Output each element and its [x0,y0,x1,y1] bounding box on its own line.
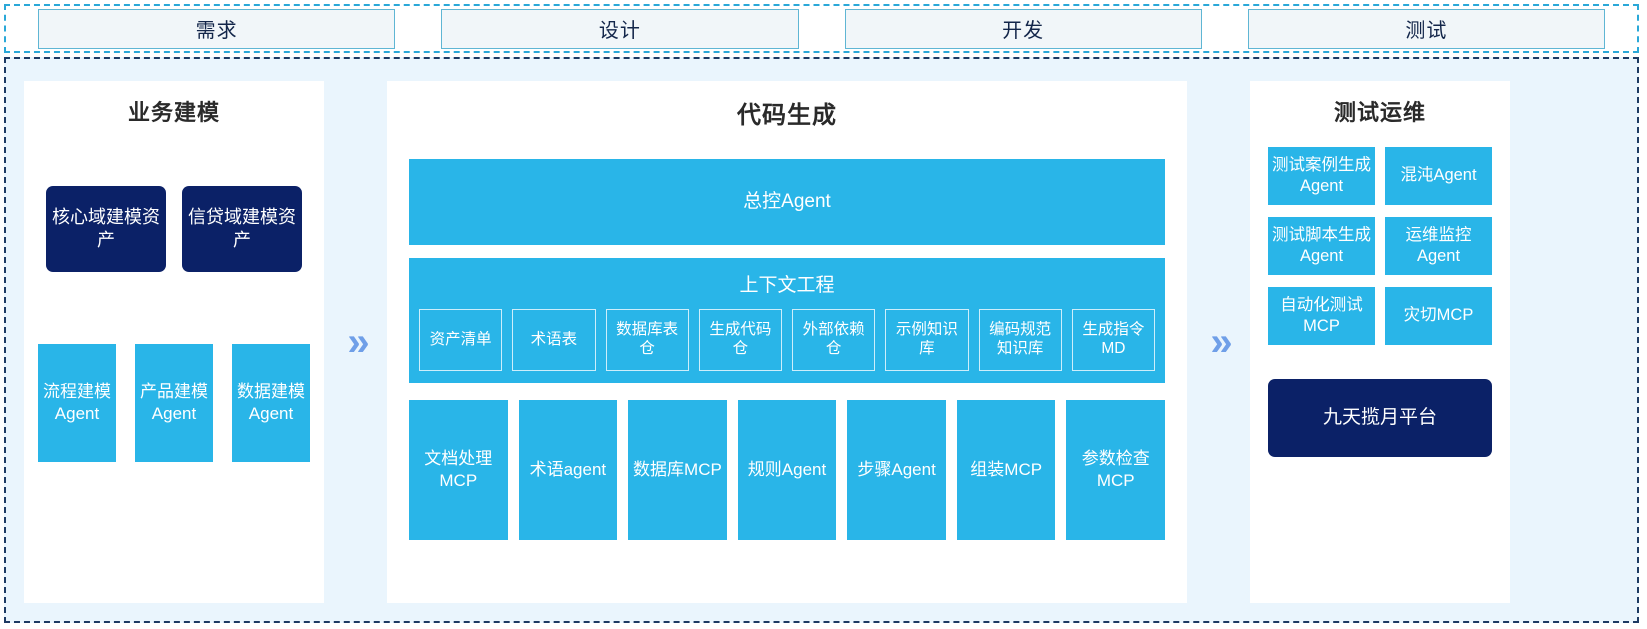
tool-step-agent[interactable]: 步骤Agent [847,400,946,540]
context-item-external-dependency-repo[interactable]: 外部依赖仓 [792,309,876,371]
chevron-right-icon-2: » [1210,320,1232,364]
panel-test-ops: 测试运维 测试案例生成Agent 混沌Agent 测试脚本生成Agent 运维监… [1250,81,1510,603]
stage-tab-development[interactable]: 开发 [844,8,1202,49]
agent-process-modeling[interactable]: 流程建模Agent [38,344,116,462]
stage-tab-label: 开发 [1002,20,1045,42]
context-item-list: 资产清单 术语表 数据库表仓 生成代码仓 外部依赖仓 示例知识库 编码规范知识库… [419,309,1155,371]
testops-disaster-switch-mcp[interactable]: 灾切MCP [1385,287,1492,345]
agent-product-modeling[interactable]: 产品建模Agent [135,344,213,462]
tool-parameter-check-mcp[interactable]: 参数检查MCP [1066,400,1166,540]
code-generation-content: 总控Agent 上下文工程 资产清单 术语表 数据库表仓 生成代码仓 外部依赖仓… [387,134,1187,540]
context-engineering-title: 上下文工程 [739,275,835,296]
panel-code-generation: 代码生成 总控Agent 上下文工程 资产清单 术语表 数据库表仓 生成代码仓 … [387,81,1187,603]
stage-tab-requirements[interactable]: 需求 [38,8,396,49]
context-item-glossary[interactable]: 术语表 [512,309,596,371]
context-item-asset-inventory[interactable]: 资产清单 [419,309,503,371]
master-agent-box[interactable]: 总控Agent [409,159,1165,245]
context-item-example-knowledge-base[interactable]: 示例知识库 [885,309,969,371]
testops-operations-monitoring-agent[interactable]: 运维监控Agent [1385,217,1492,275]
tool-glossary-agent[interactable]: 术语agent [518,400,618,540]
context-engineering-block: 上下文工程 资产清单 术语表 数据库表仓 生成代码仓 外部依赖仓 示例知识库 编… [409,258,1165,383]
test-ops-content: 测试案例生成Agent 混沌Agent 测试脚本生成Agent 运维监控Agen… [1250,131,1510,457]
panel-title-business-modeling: 业务建模 [127,100,220,125]
stage-tab-list: 需求 设计 开发 测试 [10,8,1633,49]
panel-title-test-ops: 测试运维 [1333,100,1426,125]
stage-tab-label: 测试 [1405,20,1448,42]
test-ops-item-grid: 测试案例生成Agent 混沌Agent 测试脚本生成Agent 运维监控Agen… [1268,147,1492,345]
main-architecture-area: 业务建模 核心域建模资产 信贷域建模资产 流程建模Agent 产品建模Agent… [4,57,1639,623]
testops-automated-test-mcp[interactable]: 自动化测试MCP [1268,287,1375,345]
context-item-coding-standard-knowledge-base[interactable]: 编码规范知识库 [978,309,1062,371]
tool-rule-agent[interactable]: 规则Agent [737,400,837,540]
code-generation-tool-list: 文档处理MCP 术语agent 数据库MCP 规则Agent 步骤Agent 组… [409,400,1166,540]
stage-tab-label: 设计 [598,20,641,42]
tool-document-processing-mcp[interactable]: 文档处理MCP [409,400,508,540]
chevron-right-icon-1: » [347,320,369,364]
testops-test-case-generation-agent[interactable]: 测试案例生成Agent [1268,147,1375,205]
panel-title-code-generation: 代码生成 [737,102,837,129]
testops-test-script-generation-agent[interactable]: 测试脚本生成Agent [1268,217,1375,275]
business-agent-group: 流程建模Agent 产品建模Agent 数据建模Agent [24,344,324,462]
context-item-generated-code-repo[interactable]: 生成代码仓 [698,309,782,371]
tool-database-mcp[interactable]: 数据库MCP [628,400,727,540]
asset-credit-domain[interactable]: 信贷域建模资产 [182,186,302,272]
context-item-db-table-repo[interactable]: 数据库表仓 [605,309,689,371]
panel-business-modeling: 业务建模 核心域建模资产 信贷域建模资产 流程建模Agent 产品建模Agent… [24,81,324,603]
stage-tab-label: 需求 [195,20,238,42]
stage-strip: 需求 设计 开发 测试 [4,4,1639,53]
tool-assembly-mcp[interactable]: 组装MCP [956,400,1056,540]
testops-chaos-agent[interactable]: 混沌Agent [1385,147,1492,205]
jiutian-lanyue-platform-box[interactable]: 九天揽月平台 [1268,379,1492,457]
stage-tab-design[interactable]: 设计 [441,8,799,49]
stage-tab-testing[interactable]: 测试 [1247,8,1605,49]
context-item-generation-instruction-md[interactable]: 生成指令MD [1071,309,1155,371]
agent-data-modeling[interactable]: 数据建模Agent [232,344,310,462]
asset-core-domain[interactable]: 核心域建模资产 [46,186,166,272]
business-asset-group: 核心域建模资产 信贷域建模资产 [24,186,324,272]
